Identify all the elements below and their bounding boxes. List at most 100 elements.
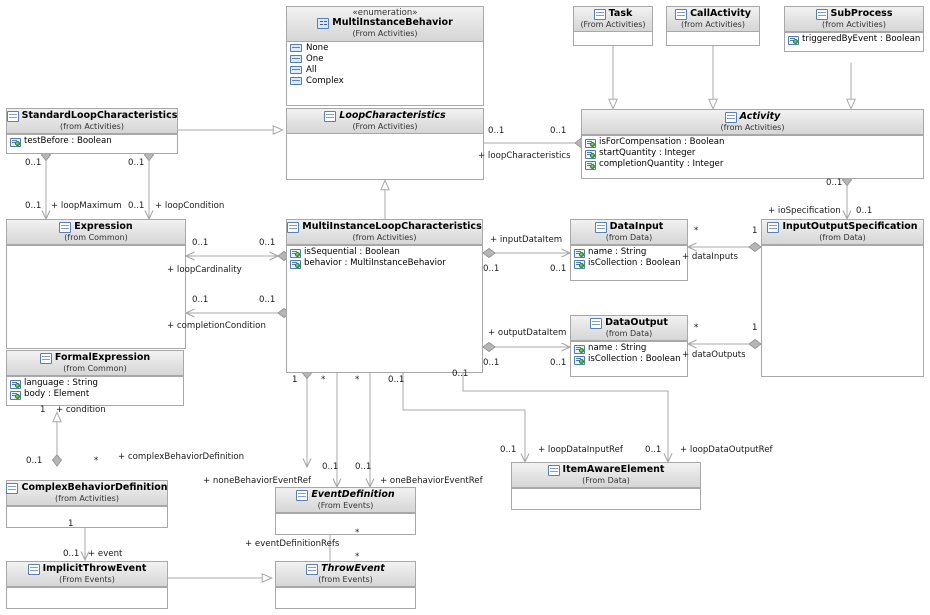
edge-label-role: + event (88, 549, 123, 559)
edge-label-multiplicity: 1 (40, 405, 46, 415)
class-package: (from Activities) (681, 20, 745, 29)
class-icon (815, 9, 828, 20)
edge-label-multiplicity: * (94, 456, 99, 466)
class-package: (from Activities) (55, 494, 119, 503)
class-name: Activity (739, 111, 781, 123)
class-box-throwevent[interactable]: ThrowEvent (from Events) (275, 561, 416, 609)
class-attribute: isCollection : Boolean (573, 354, 685, 365)
edge-label-multiplicity: 1 (68, 519, 74, 529)
attribute-icon (788, 35, 799, 45)
edge-label-multiplicity: * (321, 375, 326, 385)
class-header: CallActivity (from Activities) (667, 7, 759, 33)
edge-label-multiplicity: 0..1 (826, 178, 843, 188)
class-header: DataOutput (from Data) (571, 316, 687, 342)
class-package: (From Data) (582, 476, 630, 485)
class-box-eventdefinition[interactable]: EventDefinition (From Events) (275, 487, 416, 535)
attribute-label: behavior : MultiInstanceBehavior (304, 258, 446, 269)
edge-label-multiplicity: * (355, 552, 360, 562)
class-icon (287, 222, 300, 233)
class-header: ThrowEvent (from Events) (276, 562, 415, 588)
attribute-label: name : String (588, 247, 647, 258)
class-box-callactivity[interactable]: CallActivity (from Activities) (666, 6, 760, 46)
edge-label-multiplicity: 0..1 (488, 126, 505, 136)
attribute-compartment (667, 32, 759, 44)
class-package: (From Activities) (580, 20, 646, 29)
class-attribute: behavior : MultiInstanceBehavior (289, 258, 480, 269)
edge-label-multiplicity: 0..1 (856, 206, 873, 216)
attribute-icon (574, 248, 585, 258)
attribute-icon (574, 355, 585, 365)
class-box-formalexpression[interactable]: FormalExpression (from Common) language … (6, 350, 184, 406)
class-icon (675, 9, 688, 20)
attribute-icon (10, 379, 21, 389)
class-box-itemawareelement[interactable]: ItemAwareElement (From Data) (511, 462, 701, 510)
class-attribute: testBefore : Boolean (9, 136, 175, 147)
attribute-icon (10, 390, 21, 400)
edge-label-multiplicity: 0..1 (355, 462, 372, 472)
attribute-compartment (512, 488, 700, 501)
class-name: LoopCharacteristics (339, 110, 446, 122)
class-box-activity[interactable]: Activity (from Activities) isForCompensa… (581, 109, 924, 179)
edge-label-multiplicity: 0..1 (550, 126, 567, 136)
edge-label-multiplicity: * (694, 226, 699, 236)
class-package: (From Events) (59, 575, 115, 584)
edge-label-multiplicity: 0..1 (26, 456, 43, 466)
edge-label-role: + inputDataItem (490, 235, 563, 245)
class-header: InputOutputSpecification (from Data) (762, 220, 923, 246)
class-box-subprocess[interactable]: SubProcess (from Activities) triggeredBy… (784, 6, 924, 52)
class-box-multiinstanceloopcharacteristics[interactable]: MultiInstanceLoopCharacteristics (from A… (286, 219, 483, 373)
attribute-compartment (276, 587, 415, 600)
edge-label-role: + dataOutputs (682, 350, 746, 360)
class-name: ComplexBehaviorDefinition (21, 482, 168, 494)
enum-literal: One (289, 54, 481, 65)
class-attribute: isForCompensation : Boolean (584, 137, 921, 148)
class-package: (from Activities) (720, 123, 785, 132)
edge-label-multiplicity: 0..1 (550, 264, 567, 274)
class-icon (59, 222, 72, 233)
edge-label-multiplicity: 0..1 (550, 358, 567, 368)
class-box-standardloopcharacteristics[interactable]: StandardLoopCharacteristics (from Activi… (6, 108, 178, 154)
edge-label-role: + loopMaximum (51, 201, 122, 211)
class-attribute: name : String (573, 247, 685, 258)
attribute-compartment: name : String isCollection : Boolean (571, 245, 687, 270)
class-box-implicitthrowevent[interactable]: ImplicitThrowEvent (From Events) (6, 561, 168, 609)
class-box-multiinstancebehavior[interactable]: «enumeration» MultiInstanceBehavior (Fro… (286, 6, 484, 106)
class-package: (From Activities) (352, 122, 418, 131)
enum-literal: Complex (289, 76, 481, 87)
class-header: SubProcess (from Activities) (785, 7, 923, 33)
class-name: CallActivity (690, 8, 751, 20)
edge-label-role: + loopCharacteristics (478, 151, 571, 161)
class-icon (593, 9, 606, 20)
attribute-label: completionQuantity : Integer (599, 159, 724, 170)
class-name: InputOutputSpecification (782, 221, 918, 233)
class-box-complexbehaviordefinition[interactable]: ComplexBehaviorDefinition (from Activiti… (6, 480, 168, 528)
edge-label-role: + dataInputs (682, 252, 739, 262)
edge-label-multiplicity: 0..1 (25, 201, 42, 211)
class-box-inputoutputspecification[interactable]: InputOutputSpecification (from Data) (761, 219, 924, 377)
class-header: DataInput (from Data) (571, 220, 687, 246)
attribute-icon (574, 344, 585, 354)
edge-label-role: + loopDataOutputRef (680, 445, 773, 455)
class-box-datainput[interactable]: DataInput (from Data) name : String isCo… (570, 219, 688, 281)
edge-label-multiplicity: 0..1 (128, 201, 145, 211)
class-box-loopcharacteristics[interactable]: LoopCharacteristics (From Activities) (286, 108, 484, 180)
class-box-task[interactable]: Task (From Activities) (573, 6, 653, 46)
literal-icon (290, 77, 302, 86)
class-icon (767, 222, 780, 233)
class-name: MultiInstanceLoopCharacteristics (302, 221, 482, 233)
class-box-dataoutput[interactable]: DataOutput (from Data) name : String isC… (570, 315, 688, 377)
class-icon (594, 222, 607, 233)
attribute-label: name : String (588, 343, 647, 354)
edge-label-multiplicity: 0..1 (192, 238, 209, 248)
edge-label-role: + noneBehaviorEventRef (203, 476, 312, 486)
class-attribute: isSequential : Boolean (289, 247, 480, 258)
attribute-icon (585, 149, 596, 159)
class-attribute: completionQuantity : Integer (584, 159, 921, 170)
class-name: ThrowEvent (321, 563, 385, 575)
class-package: (from Events) (318, 575, 373, 584)
class-attribute: isCollection : Boolean (573, 258, 685, 269)
attribute-label: testBefore : Boolean (24, 136, 112, 147)
edge-label-role: + loopCardinality (167, 265, 242, 275)
class-box-expression[interactable]: Expression (from Common) (6, 219, 186, 349)
attribute-label: isCollection : Boolean (588, 354, 681, 365)
